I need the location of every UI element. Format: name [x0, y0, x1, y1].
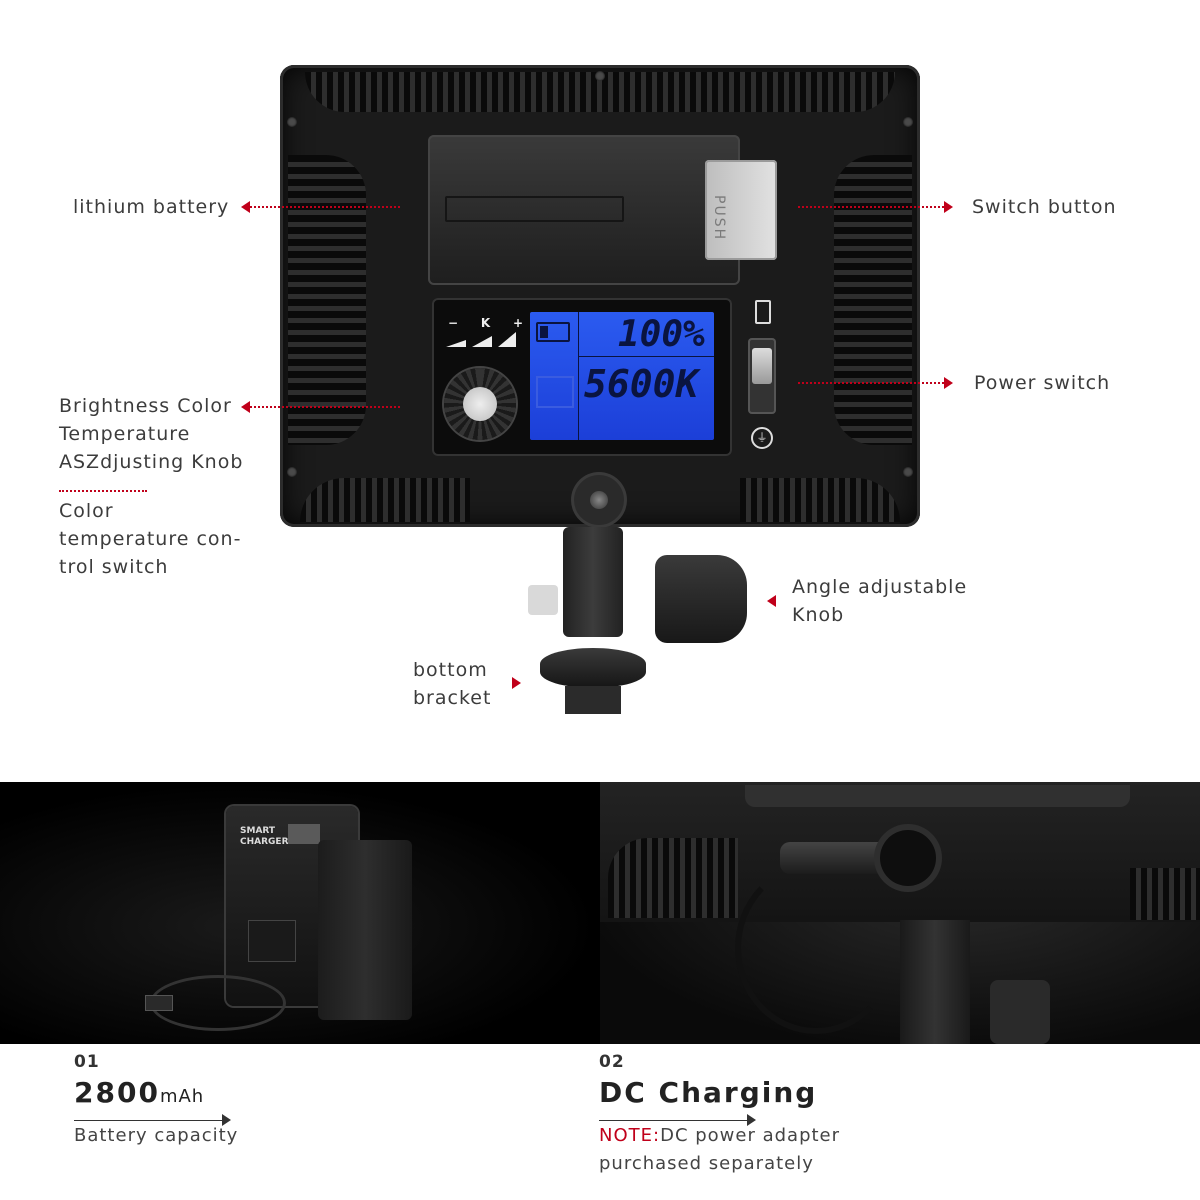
arrow-right-icon	[747, 1114, 756, 1126]
lcd-mode-box	[536, 376, 574, 408]
bracket-bolt	[528, 585, 558, 615]
arrow-right-icon	[944, 377, 953, 389]
callout-line	[250, 206, 400, 208]
dc-port	[880, 830, 936, 886]
callout-separator	[59, 490, 147, 492]
charger-screen	[288, 824, 320, 844]
callout-color-temp-switch: Color temperature con- trol switch	[59, 497, 241, 581]
color-temperature-control-switch[interactable]	[463, 387, 497, 421]
screw-icon	[903, 467, 913, 477]
dc-port-pin	[590, 491, 608, 509]
control-labels: − K +	[448, 316, 523, 330]
cold-shoe-mount	[565, 686, 621, 714]
callout-lithium-battery: lithium battery	[73, 196, 230, 218]
callout-switch-button: Switch button	[972, 196, 1117, 218]
closeup-vent	[1130, 868, 1200, 920]
lcd-divider	[578, 356, 714, 357]
charger-label-line-1: SMART	[240, 826, 276, 836]
feature-underline	[74, 1120, 224, 1121]
battery-groove	[445, 196, 624, 222]
lcd-brightness-value: 100%	[618, 314, 705, 355]
feature-headline-2: DC Charging	[599, 1076, 818, 1109]
bottom-left-vent	[300, 478, 470, 522]
charger-label-line-2: CHARGER	[240, 837, 289, 847]
lithium-battery	[428, 135, 740, 285]
minus-label: −	[448, 316, 459, 330]
feature-description-1: Battery capacity	[74, 1125, 239, 1146]
feature-underline	[599, 1120, 749, 1121]
callout-line	[798, 382, 944, 384]
arrow-left-icon	[241, 401, 250, 413]
dc-plug-icon: ⏚	[751, 427, 773, 449]
screw-icon	[287, 117, 297, 127]
closeup-bracket	[900, 920, 970, 1044]
callout-line	[250, 406, 400, 408]
screw-icon	[287, 467, 297, 477]
callout-line-3: ASZdjusting Knob	[59, 451, 244, 473]
lcd-battery-icon	[536, 322, 570, 342]
push-label: PUSH	[711, 195, 727, 242]
k-label: K	[480, 316, 491, 330]
capacity-unit: mAh	[159, 1086, 205, 1107]
left-vent	[288, 155, 366, 445]
callout-power-switch: Power switch	[974, 372, 1111, 394]
callout-brightness-knob: Brightness Color Temperature ASZdjusting…	[59, 392, 243, 476]
screw-icon	[903, 117, 913, 127]
callout-line-1: bottom	[413, 659, 488, 681]
callout-line-1: Brightness Color	[59, 395, 232, 417]
callout-line-2: temperature con-	[59, 528, 242, 550]
callout-line-2: Knob	[792, 604, 845, 626]
arrow-right-icon	[512, 677, 521, 689]
level-bars-icon	[446, 332, 516, 347]
arrow-right-icon	[222, 1114, 231, 1126]
callout-line-3: trol switch	[59, 556, 169, 578]
callout-bottom-bracket: bottom bracket	[413, 656, 491, 712]
battery-release-button[interactable]	[705, 160, 777, 260]
bottom-right-vent	[740, 478, 900, 522]
note-text: DC power adapter	[660, 1125, 841, 1146]
note-text-2: purchased separately	[599, 1153, 814, 1174]
callout-line-2: bracket	[413, 687, 492, 709]
plus-label: +	[512, 316, 523, 330]
feature-number-2: 02	[599, 1052, 625, 1072]
battery-indicator-icon	[755, 300, 771, 324]
feature-headline-1: 2800mAh	[74, 1076, 204, 1109]
lcd-divider	[578, 312, 579, 440]
angle-adjustable-knob[interactable]	[655, 555, 747, 643]
arrow-right-icon	[944, 201, 953, 213]
right-vent	[834, 155, 912, 445]
closeup-vent	[608, 838, 738, 918]
power-switch-slider[interactable]	[752, 348, 772, 384]
dc-cable	[735, 862, 897, 1034]
capacity-value: 2800	[74, 1076, 160, 1109]
charger-label: SMART CHARGER	[240, 826, 289, 848]
usb-plug	[145, 995, 173, 1011]
bracket-stem	[563, 527, 623, 637]
feature-note: NOTE:DC power adapter purchased separate…	[599, 1122, 840, 1178]
charger-sticker	[248, 920, 296, 962]
screw-icon	[595, 71, 605, 81]
feature-number-1: 01	[74, 1052, 100, 1072]
callout-line-1: Color	[59, 500, 114, 522]
arrow-left-icon	[767, 595, 776, 607]
callout-line-1: Angle adjustable	[792, 576, 968, 598]
callout-angle-knob: Angle adjustable Knob	[792, 573, 967, 629]
spare-battery	[318, 840, 412, 1020]
closeup-panel-edge	[745, 785, 1130, 807]
arrow-left-icon	[241, 201, 250, 213]
callout-line-2: Temperature	[59, 423, 191, 445]
lcd-temperature-value: 5600K	[584, 362, 699, 406]
note-prefix: NOTE:	[599, 1125, 661, 1146]
closeup-bolt	[990, 980, 1050, 1044]
callout-line	[798, 206, 944, 208]
bottom-bracket	[540, 648, 646, 688]
